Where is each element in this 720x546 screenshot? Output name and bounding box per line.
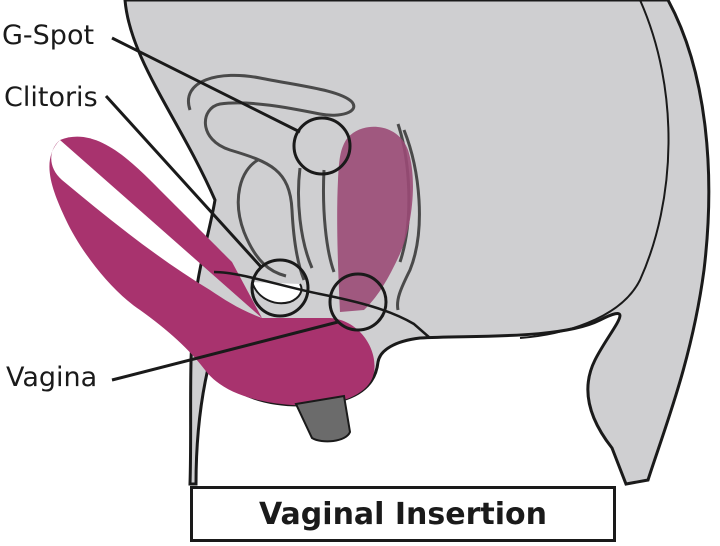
- device-shaft: [49, 140, 375, 406]
- clitoris-label: Clitoris: [4, 82, 98, 113]
- perineum-line: [213, 270, 431, 339]
- canal-outline: [297, 167, 336, 273]
- motor-bullet: [294, 394, 352, 443]
- clitoris-leader: [104, 94, 264, 270]
- vagina-leader: [111, 320, 339, 382]
- g-spot-circle: [292, 116, 352, 176]
- diagram-title: Vaginal Insertion: [258, 496, 548, 532]
- bladder-outline: [186, 73, 356, 281]
- clitoris-circle: [250, 258, 310, 318]
- device-tip: [60, 136, 262, 318]
- device-internal-arm: [337, 126, 413, 312]
- vagina-circle: [328, 272, 388, 332]
- body-back-contour: [519, 0, 670, 339]
- vagina-label: Vagina: [6, 362, 98, 393]
- uterus-outline: [236, 158, 287, 278]
- title-box: Vaginal Insertion: [190, 486, 616, 542]
- g-spot-label: G-Spot: [2, 20, 95, 51]
- g-spot-leader: [111, 36, 301, 134]
